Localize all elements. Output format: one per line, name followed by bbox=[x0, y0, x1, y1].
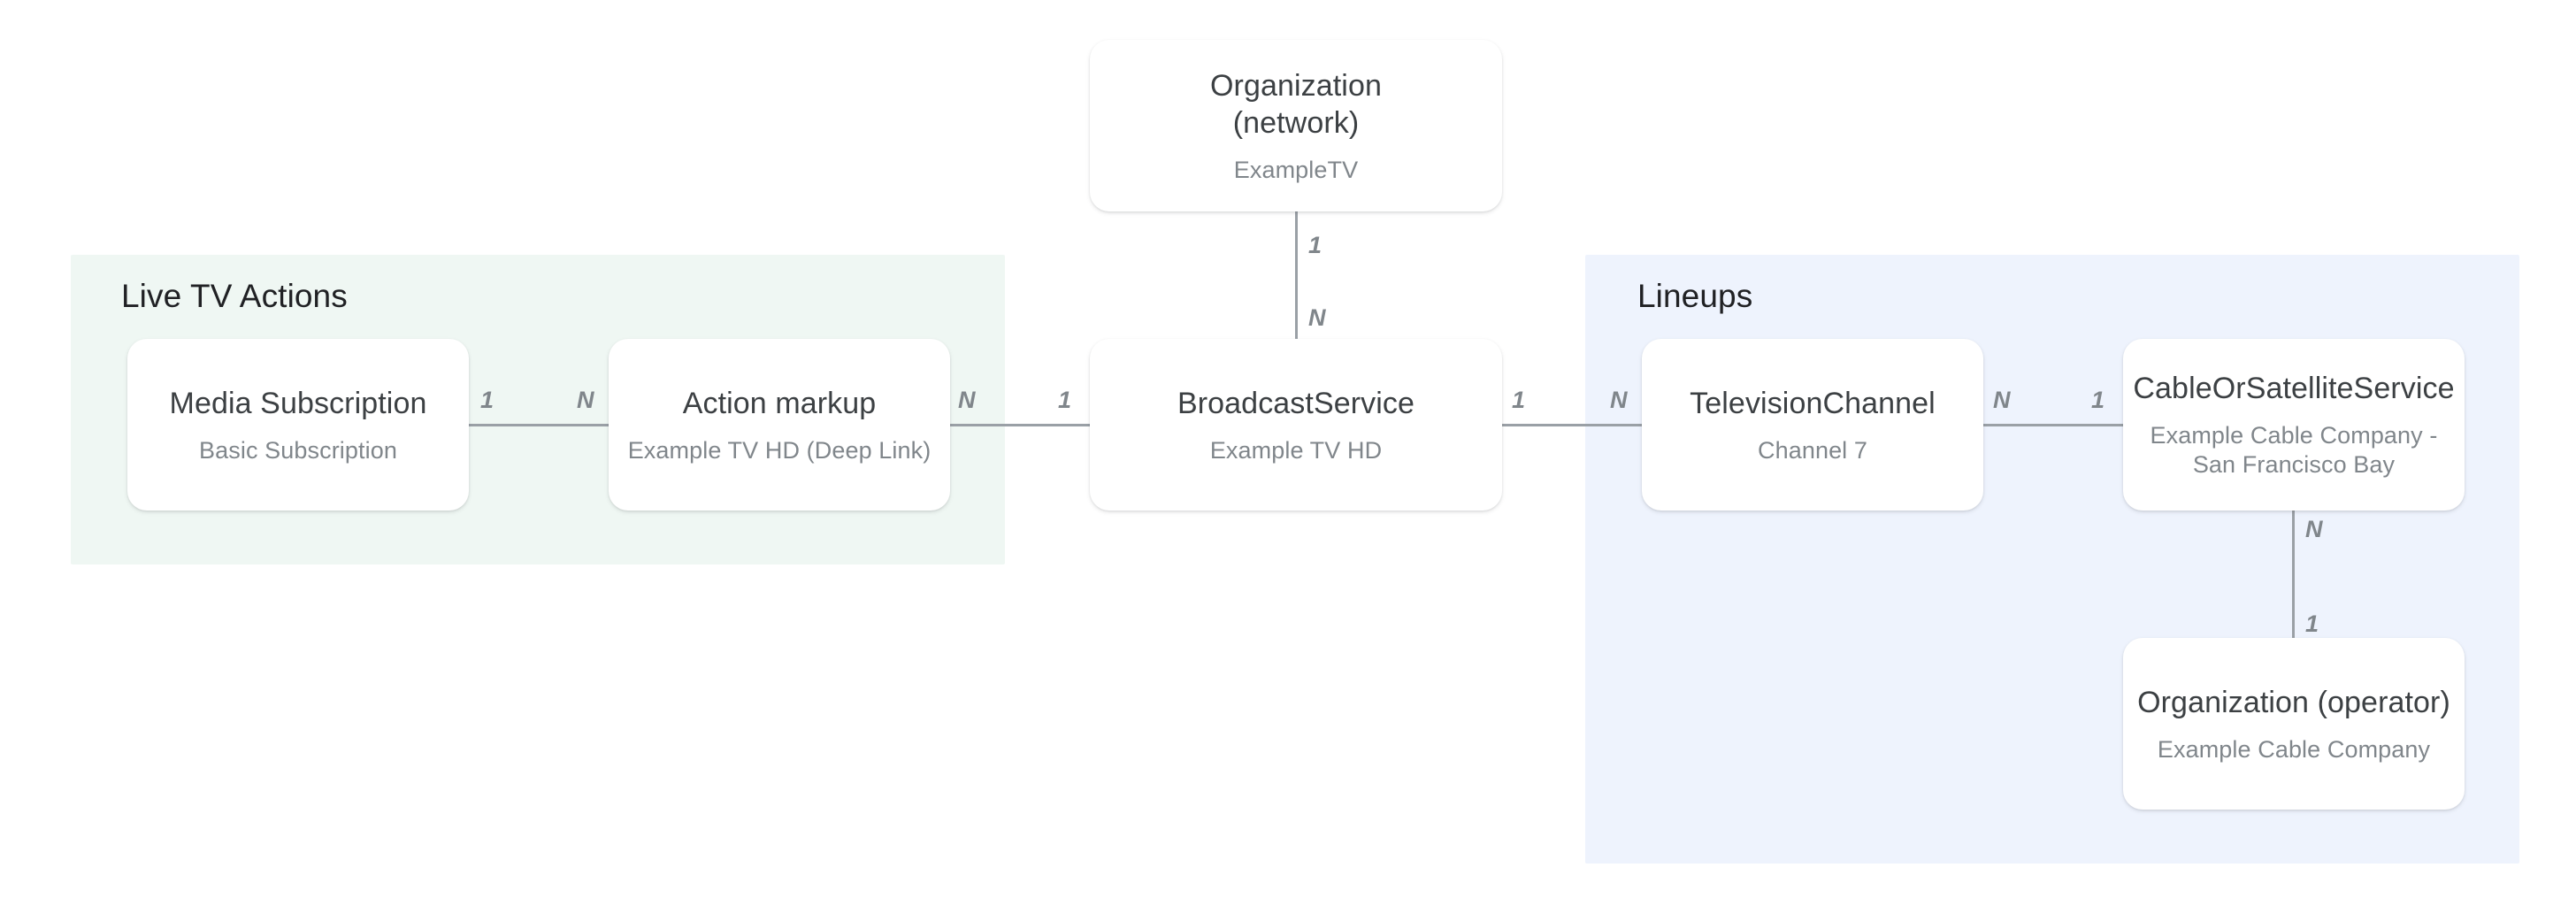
edge-label-action-markup-target: 1 bbox=[1058, 387, 1072, 413]
node-television-channel[interactable]: TelevisionChannel Channel 7 bbox=[1642, 339, 1983, 511]
node-title-organization-operator: Organization (operator) bbox=[2137, 685, 2450, 719]
edge-label-action-markup-source: N bbox=[958, 387, 976, 413]
edge-cable-or-satellite-service-to-organization-operator bbox=[2292, 507, 2295, 640]
node-title-cable-or-satellite-service: CableOrSatelliteService bbox=[2133, 372, 2455, 405]
edge-label-television-channel-target: 1 bbox=[2091, 387, 2105, 413]
node-subtitle-broadcast-service: Example TV HD bbox=[1209, 436, 1383, 464]
edge-label-organization-network-target: N bbox=[1308, 304, 1326, 331]
node-title-organization-network: Organization (network) bbox=[1210, 68, 1382, 140]
edge-label-media-subscription-source: 1 bbox=[480, 387, 494, 413]
node-cable-or-satellite-service[interactable]: CableOrSatelliteService Example Cable Co… bbox=[2123, 339, 2465, 511]
group-title-live-tv-actions: Live TV Actions bbox=[121, 278, 348, 314]
node-broadcast-service[interactable]: BroadcastService Example TV HD bbox=[1090, 339, 1502, 511]
node-action-markup[interactable]: Action markup Example TV HD (Deep Link) bbox=[609, 339, 950, 511]
node-media-subscription[interactable]: Media Subscription Basic Subscription bbox=[127, 339, 469, 511]
node-organization-network[interactable]: Organization (network) ExampleTV bbox=[1090, 40, 1502, 211]
node-title-broadcast-service: BroadcastService bbox=[1177, 386, 1415, 420]
edge-label-organization-network-source: 1 bbox=[1308, 232, 1322, 258]
node-subtitle-action-markup: Example TV HD (Deep Link) bbox=[627, 436, 932, 464]
node-subtitle-cable-or-satellite-service: Example Cable Company - San Francisco Ba… bbox=[2150, 422, 2438, 478]
edge-label-television-channel-source: N bbox=[1993, 387, 2011, 413]
node-subtitle-media-subscription: Basic Subscription bbox=[199, 436, 397, 464]
group-title-lineups: Lineups bbox=[1637, 278, 1753, 314]
node-subtitle-organization-network: ExampleTV bbox=[1233, 156, 1359, 183]
node-title-media-subscription: Media Subscription bbox=[169, 386, 427, 420]
node-subtitle-television-channel: Channel 7 bbox=[1758, 436, 1867, 464]
edge-label-media-subscription-target: N bbox=[577, 387, 594, 413]
edge-label-cable-or-satellite-service-target: 1 bbox=[2305, 610, 2319, 637]
node-title-action-markup: Action markup bbox=[682, 386, 877, 420]
edge-organization-network-to-broadcast-service bbox=[1295, 210, 1298, 341]
edge-label-cable-or-satellite-service-source: N bbox=[2305, 516, 2323, 542]
edge-label-broadcast-service-target: N bbox=[1610, 387, 1628, 413]
edge-broadcast-service-to-television-channel bbox=[1499, 424, 1645, 426]
node-title-television-channel: TelevisionChannel bbox=[1690, 386, 1936, 420]
edge-television-channel-to-cable-or-satellite-service bbox=[1980, 424, 2127, 426]
node-organization-operator[interactable]: Organization (operator) Example Cable Co… bbox=[2123, 638, 2465, 810]
edge-action-markup-to-broadcast-service bbox=[945, 424, 1093, 426]
node-subtitle-organization-operator: Example Cable Company bbox=[2157, 735, 2431, 763]
edge-label-broadcast-service-source: 1 bbox=[1512, 387, 1526, 413]
edge-media-subscription-to-action-markup bbox=[467, 424, 612, 426]
